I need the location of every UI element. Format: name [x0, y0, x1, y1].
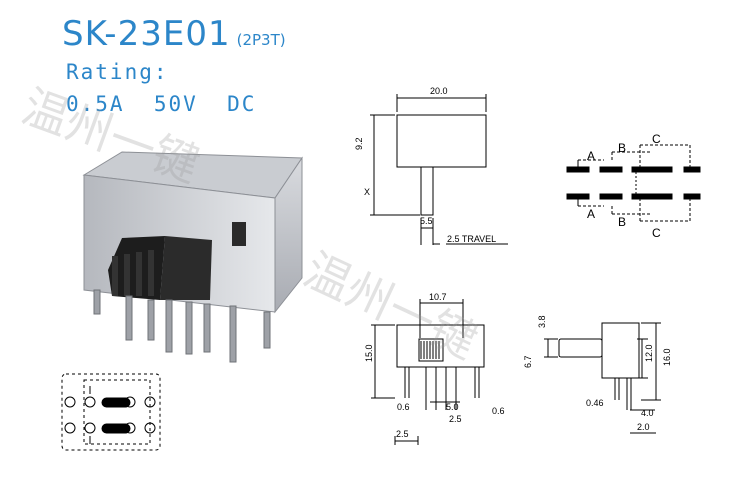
- side-view-labels: 3.8 6.7 12.0 16.0 0.46 4.0 2.0: [523, 315, 672, 432]
- product-title: SK-23E01 (2P3T): [62, 14, 286, 54]
- switch-schematic: [566, 144, 701, 222]
- top-view-labels: 20.0 9.2 X 5.5 2.5 TRAVEL: [354, 86, 496, 244]
- dim-height-15: 15.0: [364, 344, 374, 362]
- dim-pin-0-6-left: 0.6: [397, 402, 410, 412]
- rating-label: Rating:: [66, 60, 169, 84]
- label-b-top: B: [618, 141, 626, 155]
- product-photo: [82, 151, 303, 363]
- dim-pin-2-5: 2.5: [449, 414, 462, 424]
- front-view-drawing: [371, 299, 485, 445]
- front-view-labels: 10.7 15.0 0.6 5.0 2.5 0.6 2.5: [364, 292, 505, 439]
- label-c-bottom: C: [652, 226, 661, 240]
- dim-4: 4.0: [641, 408, 654, 418]
- dim-6-7: 6.7: [523, 355, 533, 368]
- side-view-drawing: [544, 322, 661, 434]
- dim-width-20: 20.0: [430, 86, 448, 96]
- schematic-labels: A B C A B C: [587, 132, 661, 240]
- product-pins: [93, 289, 271, 363]
- dim-12: 12.0: [644, 344, 654, 362]
- label-a-top: A: [587, 149, 595, 163]
- dim-2: 2.0: [637, 422, 650, 432]
- dim-16: 16.0: [662, 348, 672, 366]
- slider-actuator: [108, 236, 212, 300]
- dim-width-10-7: 10.7: [429, 292, 447, 302]
- top-view-drawing: [370, 94, 508, 245]
- pcb-footprint: [61, 373, 161, 451]
- dim-pin-5: 5.0: [446, 402, 459, 412]
- label-c-top: C: [652, 132, 661, 146]
- dim-height-9-2: 9.2: [354, 137, 364, 150]
- model-suffix: (2P3T): [236, 31, 286, 49]
- rating-value: 0.5A 50V DC: [66, 92, 257, 116]
- dim-stem-5-5: 5.5: [420, 216, 433, 226]
- dim-travel: 2.5 TRAVEL: [447, 234, 496, 244]
- dim-x: X: [364, 187, 370, 197]
- dim-0-46: 0.46: [586, 398, 604, 408]
- dim-pin-0-6-right: 0.6: [492, 406, 505, 416]
- model-number: SK-23E01: [62, 14, 231, 54]
- dim-pitch-2-5: 2.5: [396, 429, 409, 439]
- dim-3-8: 3.8: [537, 315, 547, 328]
- label-a-bottom: A: [587, 207, 595, 221]
- label-b-bottom: B: [618, 215, 626, 229]
